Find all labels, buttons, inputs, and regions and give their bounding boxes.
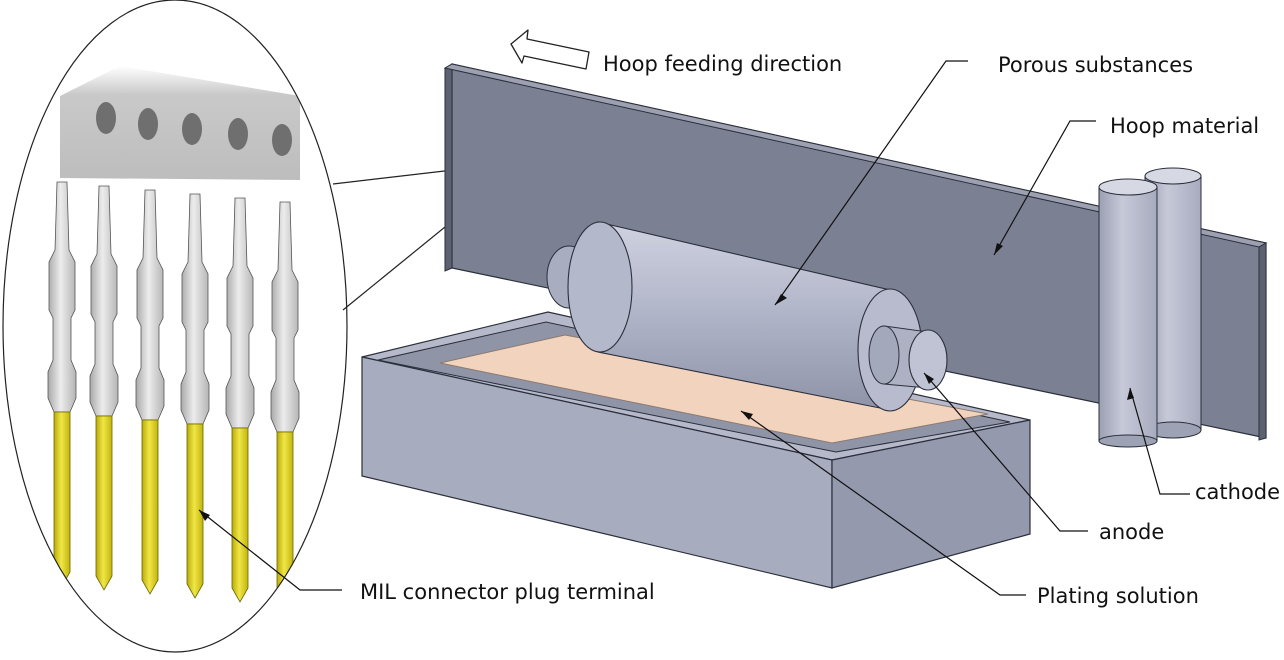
terminal-pin	[47, 181, 77, 587]
carrier-strip	[60, 66, 300, 180]
carrier-holes	[96, 102, 292, 156]
porous-roller	[546, 221, 948, 412]
terminal-closeup	[47, 66, 300, 607]
leader-anode	[923, 372, 1088, 532]
hoop-material	[443, 63, 1268, 441]
leader-lines	[198, 60, 1190, 596]
label-hoop-feeding-direction: Hoop feeding direction	[603, 52, 843, 76]
leader-cathode	[1129, 387, 1190, 495]
plating-solution-surface	[439, 334, 989, 444]
label-porous-substances: Porous substances	[998, 53, 1194, 77]
label-plating-solution: Plating solution	[1037, 584, 1199, 608]
leader-hoop	[993, 120, 1096, 256]
label-hoop-material: Hoop material	[1110, 114, 1260, 138]
feeding-direction-arrow	[510, 29, 590, 70]
cathode-rollers	[1098, 167, 1202, 448]
terminal-pin	[180, 193, 210, 599]
label-mil-connector-plug-terminal: MIL connector plug terminal	[360, 580, 655, 604]
leader-plating	[740, 410, 1026, 596]
label-cathode: cathode	[1195, 480, 1281, 504]
leader-arrowheads	[199, 243, 1134, 521]
label-anode: anode	[1099, 520, 1165, 544]
zoom-oval	[2, 0, 348, 653]
terminal-pin	[89, 185, 119, 591]
leader-porous	[774, 60, 968, 306]
terminal-pin	[270, 201, 300, 607]
leader-mil	[198, 509, 342, 591]
terminal-pin	[225, 197, 255, 603]
terminal-pin	[135, 189, 165, 595]
plating-tank	[361, 311, 1031, 589]
